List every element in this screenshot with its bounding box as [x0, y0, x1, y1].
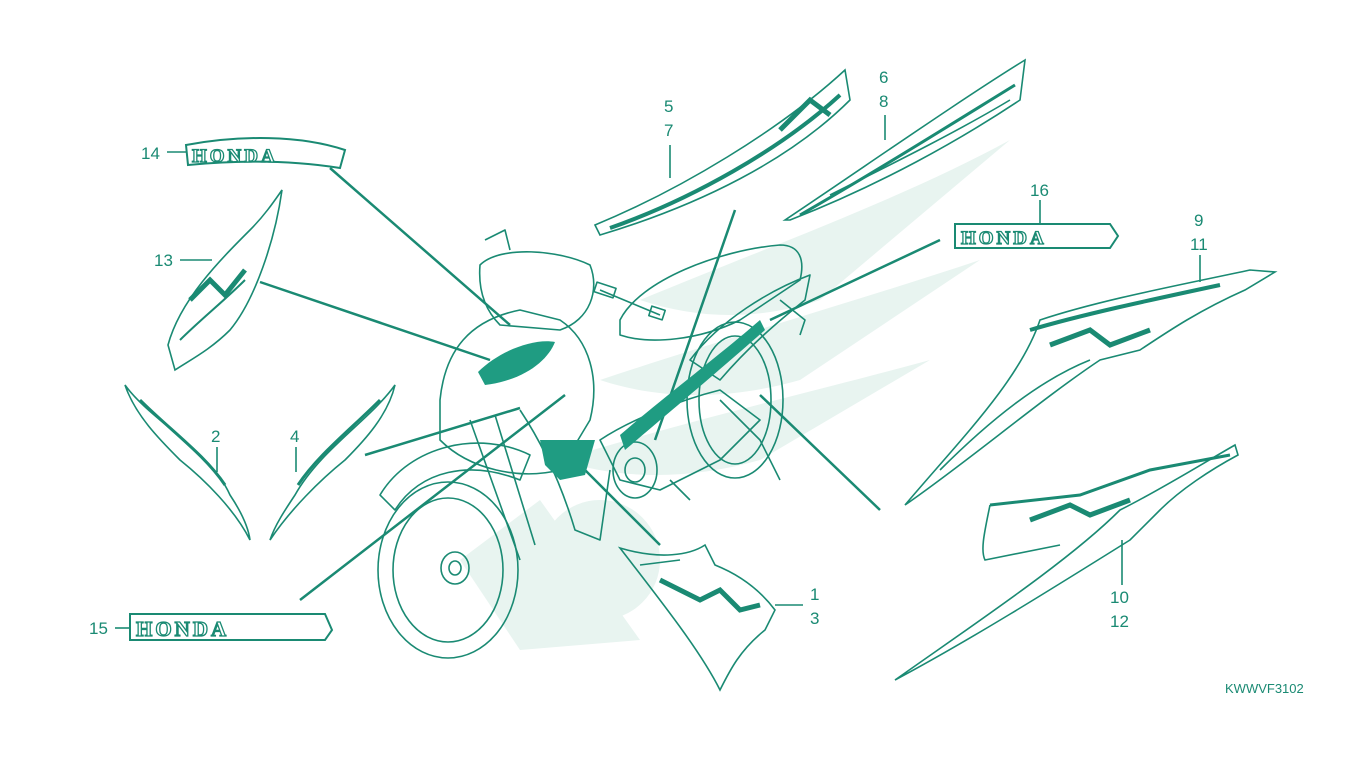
logo-decal-16: HONDA	[954, 223, 1120, 250]
highlighted-decal-zones	[478, 320, 765, 480]
callout-12: 12	[1110, 612, 1129, 631]
decal-1-3	[617, 543, 776, 692]
callout-13: 13	[154, 251, 173, 270]
decal-10-12	[894, 443, 1239, 681]
callout-16: 16	[1030, 181, 1049, 200]
decal-13	[167, 189, 283, 372]
callout-9: 9	[1194, 211, 1204, 230]
callout-7: 7	[664, 121, 674, 140]
motorcycle-outline	[377, 229, 811, 659]
callout-4: 4	[290, 427, 300, 446]
callout-6: 6	[879, 68, 889, 87]
callout-2: 2	[211, 427, 221, 446]
decal-4	[269, 384, 396, 541]
callout-ticks	[115, 115, 1201, 629]
callout-15: 15	[89, 619, 108, 638]
callout-8: 8	[879, 92, 889, 111]
decal-6-8	[782, 58, 1027, 221]
callout-5: 5	[664, 97, 674, 116]
logo-text-14: HONDA	[192, 146, 278, 167]
logo-decal-15: HONDA	[129, 613, 334, 642]
watermark-wing-logo	[460, 140, 1010, 650]
decal-5-7	[593, 68, 851, 236]
logo-decal-14: HONDA	[184, 137, 347, 170]
decal-2	[124, 384, 251, 541]
callout-14: 14	[141, 144, 160, 163]
logo-text-16: HONDA	[961, 228, 1047, 249]
callout-3: 3	[810, 609, 820, 628]
figure-code: KWWVF3102	[1225, 681, 1304, 696]
leader-lines	[259, 167, 941, 601]
callout-11: 11	[1190, 235, 1208, 254]
callout-10: 10	[1110, 588, 1129, 607]
decal-9-11	[904, 269, 1278, 506]
callout-1: 1	[810, 585, 820, 604]
logo-text-15: HONDA	[136, 617, 229, 641]
